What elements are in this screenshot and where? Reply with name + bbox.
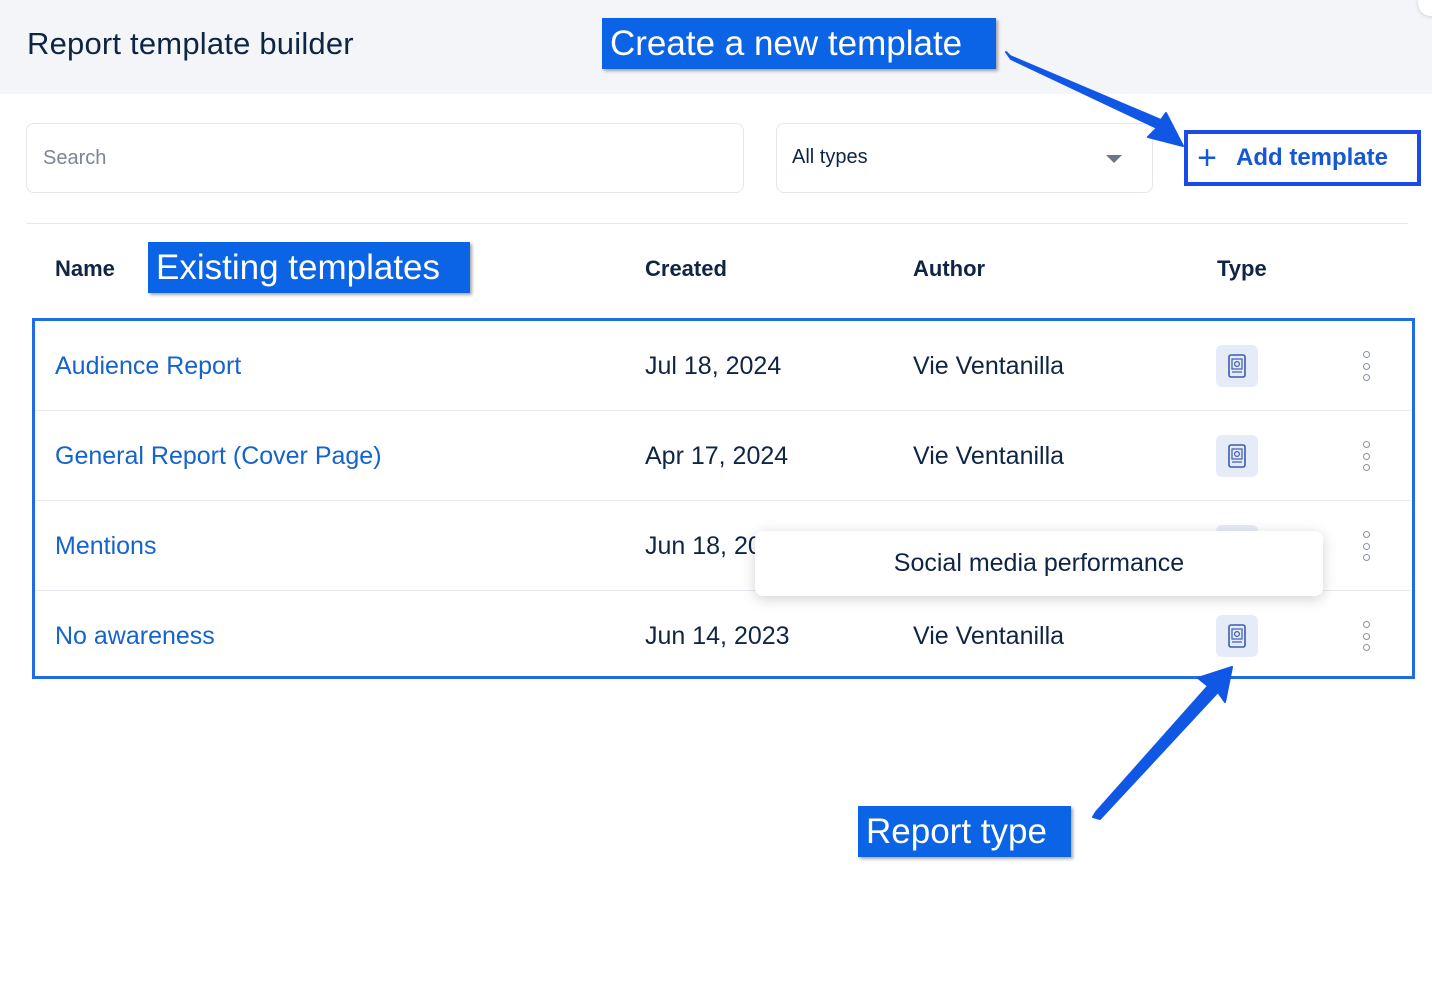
author-name: Vie Ventanilla — [913, 351, 1065, 380]
more-options-icon[interactable] — [1355, 351, 1377, 381]
page-title: Report template builder — [27, 26, 354, 61]
column-header-author[interactable]: Author — [913, 256, 986, 281]
report-type-icon[interactable] — [1216, 345, 1258, 387]
close-icon[interactable] — [1418, 0, 1432, 16]
divider — [26, 223, 1408, 224]
arrow-to-type-icon — [1092, 666, 1233, 820]
column-header-name[interactable]: Name — [55, 256, 115, 281]
template-name-link[interactable]: Audience Report — [55, 351, 242, 380]
more-options-icon[interactable] — [1355, 531, 1377, 561]
templates-table-highlight — [32, 318, 1415, 679]
created-date: Jun 14, 2023 — [645, 621, 790, 650]
type-filter-select[interactable]: All types — [776, 123, 1153, 193]
author-name: Vie Ventanilla — [913, 441, 1065, 470]
column-header-created[interactable]: Created — [645, 256, 727, 281]
plus-icon: + — [1197, 139, 1217, 177]
callout-report-type: Report type — [858, 806, 1071, 857]
author-name: Vie Ventanilla — [913, 621, 1065, 650]
callout-existing-templates: Existing templates — [148, 242, 470, 293]
template-name-link[interactable]: Mentions — [55, 531, 157, 560]
type-filter-value: All types — [792, 146, 868, 168]
created-date: Jul 18, 2024 — [645, 351, 782, 380]
table-row[interactable]: No awareness Jun 14, 2023 Vie Ventanilla — [35, 591, 1411, 681]
column-header-type[interactable]: Type — [1217, 256, 1267, 281]
add-template-label: Add template — [1236, 144, 1389, 171]
callout-create-new-template: Create a new template — [602, 18, 996, 69]
more-options-icon[interactable] — [1355, 441, 1377, 471]
table-row[interactable]: General Report (Cover Page) Apr 17, 2024… — [35, 411, 1411, 501]
template-name-link[interactable]: General Report (Cover Page) — [55, 441, 382, 470]
more-options-icon[interactable] — [1355, 621, 1377, 651]
search-input[interactable] — [41, 146, 725, 171]
chevron-down-icon — [1106, 155, 1122, 163]
template-name-link[interactable]: No awareness — [55, 621, 215, 650]
report-type-icon[interactable] — [1216, 615, 1258, 657]
report-type-icon[interactable] — [1216, 435, 1258, 477]
add-template-button[interactable]: + Add template — [1184, 130, 1421, 186]
created-date: Apr 17, 2024 — [645, 441, 789, 470]
arrow-to-add-template — [1005, 51, 1184, 147]
table-row[interactable]: Audience Report Jul 18, 2024 Vie Ventani… — [35, 321, 1411, 411]
header-bar: Report template builder — [0, 0, 1432, 94]
search-box[interactable] — [26, 123, 744, 193]
report-type-tooltip: Social media performance — [755, 531, 1323, 596]
